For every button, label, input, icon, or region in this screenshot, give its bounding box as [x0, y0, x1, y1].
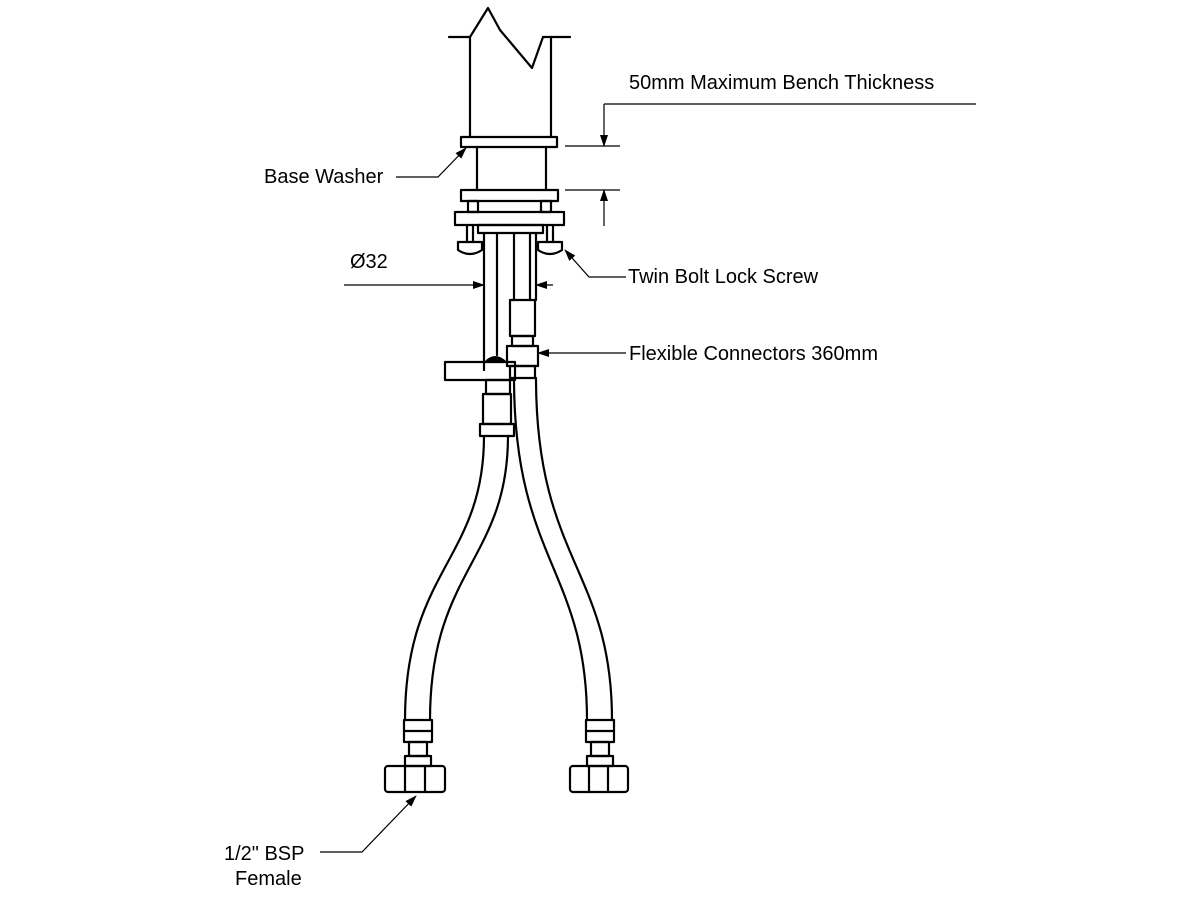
bench-thickness-label: 50mm Maximum Bench Thickness — [629, 72, 935, 94]
twin-bolt-leader — [564, 249, 626, 278]
base-washer — [459, 135, 559, 149]
back-nut-assembly — [453, 188, 566, 372]
right-bsp-nut — [568, 764, 630, 794]
flexible-hose-right — [512, 376, 614, 722]
bsp-label-line1: 1/2" BSP — [224, 843, 305, 865]
right-supply-pipe — [505, 231, 540, 380]
left-supply-pipe — [443, 231, 517, 438]
right-hose-fitting — [584, 718, 616, 768]
flexible-connectors-label: Flexible Connectors 360mm — [629, 343, 878, 365]
tap-shank — [475, 145, 548, 192]
twin-bolt-lock-screw-label: Twin Bolt Lock Screw — [628, 266, 819, 288]
flexible-hose-left — [403, 434, 510, 722]
diameter-dimension — [344, 281, 553, 294]
bsp-label-line2: Female — [235, 868, 302, 890]
base-washer-label: Base Washer — [264, 166, 384, 188]
left-hose-fitting — [402, 718, 434, 768]
twin-bolt-lock-screws — [456, 223, 564, 256]
bench-thickness-dimension — [565, 103, 976, 226]
bsp-leader — [320, 795, 417, 853]
base-washer-leader — [396, 147, 467, 178]
tap-body — [447, 6, 572, 139]
diameter-label: Ø32 — [350, 251, 388, 273]
left-bsp-nut — [383, 764, 447, 794]
